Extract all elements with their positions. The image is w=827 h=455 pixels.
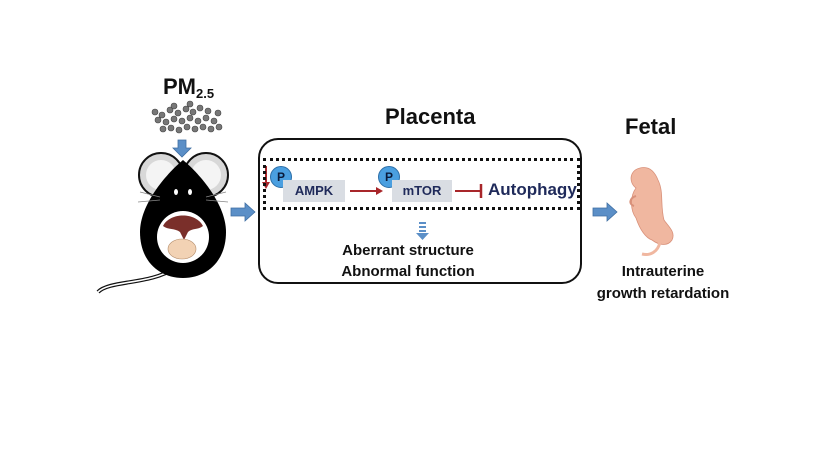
placenta-outcome: Abnormal function bbox=[341, 263, 475, 280]
placenta-title: Placenta bbox=[385, 104, 476, 129]
placenta-box bbox=[258, 138, 582, 284]
mouse-icon bbox=[96, 152, 229, 294]
fetal-outcome-line: growth retardation bbox=[596, 285, 730, 302]
pm-particles-icon bbox=[151, 100, 223, 134]
fetal-outcome-line: Intrauterine bbox=[621, 263, 705, 280]
protein-mtor: mTOR bbox=[392, 180, 452, 202]
fetus-icon bbox=[629, 167, 674, 256]
placenta-outcome: Aberrant structure bbox=[342, 242, 474, 259]
right-arrow-icon bbox=[592, 202, 618, 222]
outcome-arrow-icon bbox=[416, 222, 429, 240]
right-arrow-icon bbox=[230, 202, 256, 222]
fetal-title: Fetal bbox=[625, 114, 677, 139]
pm-label-subscript: 2.5 bbox=[196, 86, 215, 101]
inhibition-arrow-icon bbox=[455, 184, 483, 198]
activation-arrow-icon bbox=[350, 187, 383, 195]
pm-label-main: PM bbox=[163, 74, 196, 99]
down-arrow-icon bbox=[172, 139, 192, 158]
pathway-box bbox=[263, 158, 580, 210]
autophagy-label: Autophagy bbox=[488, 180, 577, 199]
protein-ampk: AMPK bbox=[283, 180, 345, 202]
pm25-label: PM2.5 bbox=[163, 74, 214, 101]
